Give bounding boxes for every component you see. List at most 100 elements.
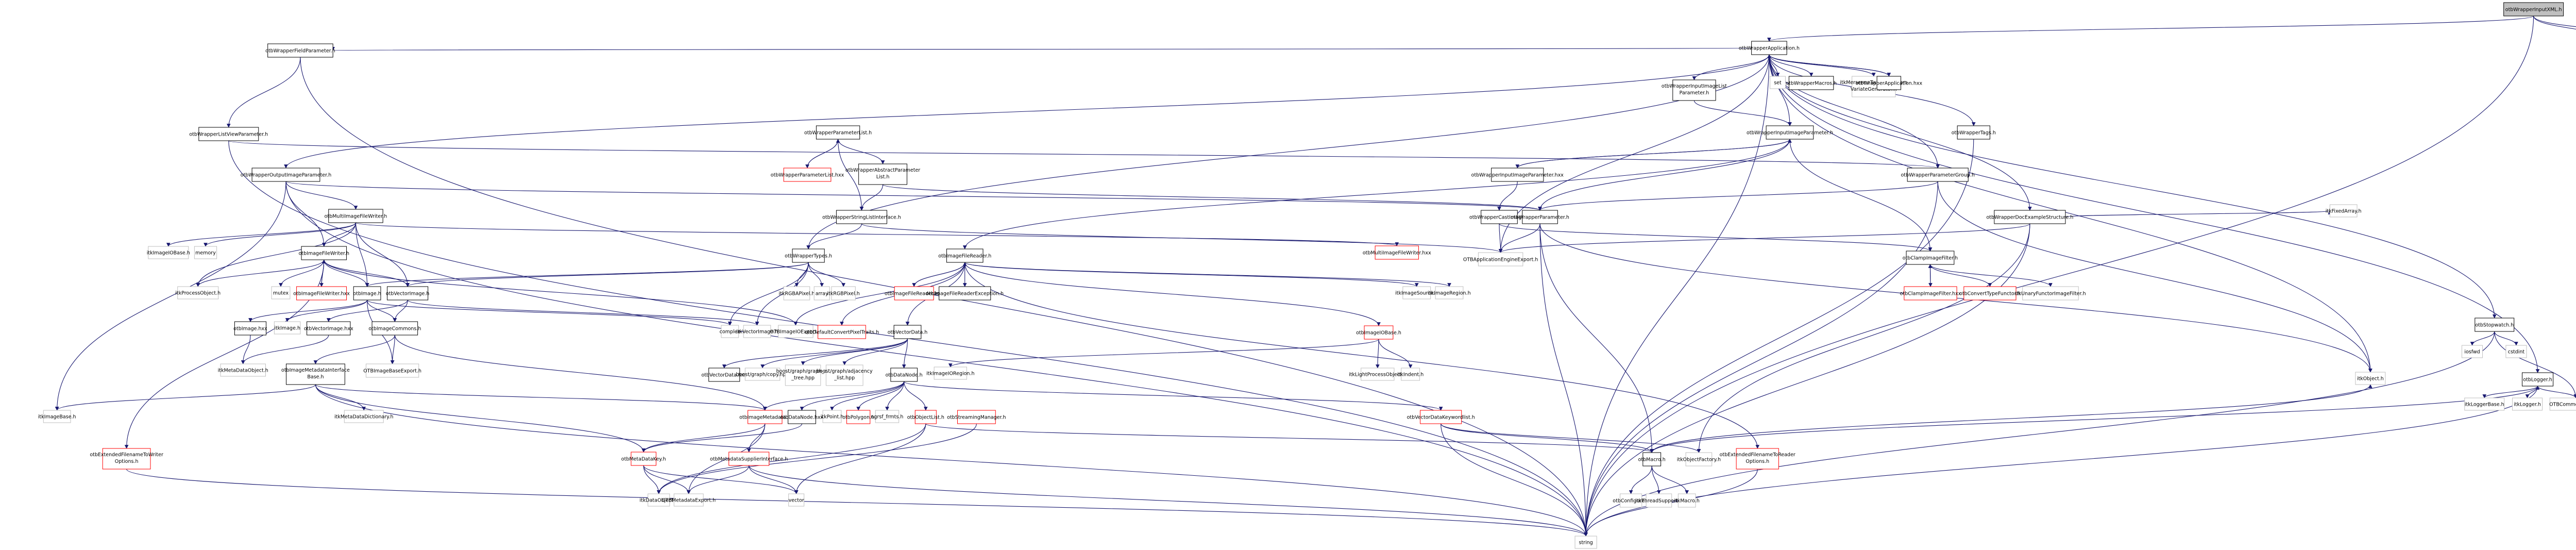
- node-box: [946, 248, 984, 263]
- dependency-edge-imagemetadata-to-metadataexport: [686, 423, 766, 494]
- node-box: [1401, 368, 1420, 381]
- graph-node-datanodehxx[interactable]: otbDataNode.hxx: [781, 410, 824, 424]
- graph-node-vectordatahxx[interactable]: otbVectorData.hxx: [701, 368, 747, 382]
- graph-node-objectlist[interactable]: otbObjectList.h: [907, 410, 944, 424]
- graph-node-image[interactable]: otbImage.h: [353, 286, 381, 301]
- node-label: otbVectorImage.h: [386, 291, 430, 297]
- graph-node-inputxml[interactable]: otbWrapperInputXML.h: [2503, 2, 2564, 16]
- graph-node-stringlist[interactable]: otbWrapperStringListInterface.h: [822, 210, 901, 224]
- graph-node-multiwriter[interactable]: otbMultiImageFileWriter.h: [325, 209, 387, 223]
- dependency-edge-datanode-to-vdkeywordlist: [904, 381, 1443, 411]
- graph-node-reader[interactable]: otbImageFileReader.h: [938, 248, 991, 263]
- graph-node-tags[interactable]: otbWrapperTags.h: [1952, 125, 1996, 140]
- node-box: [1904, 286, 1957, 301]
- graph-node-unaryfunctor: itkUnaryFunctorImageFilter.h: [2015, 286, 2086, 301]
- graph-node-imageiobase[interactable]: otbImageIOBase.h: [1356, 325, 1401, 340]
- node-box: [792, 248, 825, 263]
- graph-node-multiwriterhxx[interactable]: otbMultiImageFileWriter.hxx: [1363, 245, 1431, 260]
- graph-node-imagehxx[interactable]: otbImage.hxx: [233, 321, 267, 336]
- graph-node-converttype[interactable]: otbConvertTypeFunctor.h: [1959, 286, 2021, 301]
- dependency-edge-field-to-listview: [226, 57, 301, 128]
- graph-node-datanode[interactable]: otbDataNode.h: [886, 368, 923, 382]
- dependency-edge-imageiobase-to-lightprocess: [1376, 339, 1380, 369]
- graph-node-vectordata[interactable]: otbVectorData.h: [888, 325, 928, 339]
- graph-node-paramgroup[interactable]: otbWrapperParameterGroup.h: [1901, 168, 1975, 182]
- dependency-edge-reader-to-extreaderopts: [964, 262, 1760, 449]
- graph-node-listview[interactable]: otbWrapperListViewParameter.h: [189, 127, 268, 141]
- dependency-edge-app-to-inimglist: [1692, 54, 1770, 80]
- node-box: [1906, 251, 1955, 265]
- node-box: [1364, 325, 1394, 340]
- graph-node-outimg[interactable]: otbWrapperOutputImageParameter.h: [241, 168, 331, 182]
- node-label: otbImageIOBase.h: [1356, 330, 1401, 336]
- graph-node-parameter[interactable]: otbWrapperParameter.h: [1511, 210, 1569, 224]
- graph-node-types[interactable]: otbWrapperTypes.h: [785, 248, 832, 263]
- dependency-edge-datanodehxx-to-metadatakey: [641, 423, 803, 453]
- graph-node-defaultconvert[interactable]: otbDefaultConvertPixelTraits.h: [805, 325, 879, 339]
- node-box: [816, 125, 860, 140]
- node-label: mutex: [273, 291, 289, 296]
- node-box: [1876, 76, 1902, 90]
- graph-node-string: string: [1574, 536, 1597, 549]
- node-box: [2512, 397, 2543, 411]
- dependency-edge-paramgroup-to-string: [1584, 181, 1938, 537]
- dependency-edge-outimg-to-writer: [285, 181, 326, 247]
- graph-node-metadatakey[interactable]: otbMetaDataKey.h: [621, 452, 666, 466]
- graph-node-apphxx[interactable]: otbWrapperApplication.hxx: [1856, 76, 1923, 90]
- node-box: [1994, 210, 2066, 224]
- graph-node-vectorimage[interactable]: otbVectorImage.h: [386, 286, 430, 301]
- dependency-edge-vectorimage-to-vectorimagehxx: [326, 299, 408, 322]
- graph-node-clamphxx[interactable]: otbClampImageFilter.hxx: [1900, 286, 1961, 301]
- graph-node-readerexc[interactable]: otbImageFileReaderException.h: [926, 286, 1004, 301]
- graph-node-wrappermacros[interactable]: otbWrapperMacros.h: [1786, 76, 1837, 90]
- dependency-edge-writerhxx-to-writer: [321, 259, 326, 287]
- graph-node-itkloggerbase: itkLoggerBase.h: [2464, 397, 2505, 411]
- graph-node-supplier[interactable]: otbMetadataSupplierInterface.h: [710, 452, 788, 466]
- dependency-edge-writer-to-vectorimage: [324, 259, 410, 287]
- graph-node-inimghxx[interactable]: otbWrapperInputImageParameter.hxx: [1471, 168, 1564, 182]
- graph-node-logger[interactable]: otbLogger.h: [2522, 372, 2554, 387]
- graph-node-vectorimagehxx[interactable]: otbVectorImage.hxx: [304, 321, 353, 336]
- node-label: otbDataNode.hxx: [781, 415, 824, 421]
- node-label: itkUnaryFunctorImageFilter.h: [2015, 291, 2086, 297]
- graph-node-docexample[interactable]: otbWrapperDocExampleStructure.h: [1986, 210, 2073, 224]
- node-label: iosfwd: [2464, 349, 2480, 355]
- node-box: [387, 286, 429, 301]
- graph-node-imagecommons[interactable]: otbImageCommons.h: [368, 321, 421, 336]
- dependency-edge-apphxx-to-app: [1767, 54, 1889, 77]
- graph-node-castimage[interactable]: otbWrapperCastImage.h: [1469, 210, 1529, 224]
- dependency-edge-vectordata-to-boostcopy: [760, 338, 908, 369]
- dependency-edge-imageiobase-to-imageioregion: [948, 339, 1379, 368]
- graph-node-streaming[interactable]: otbStreamingManager.h: [947, 410, 1006, 424]
- graph-node-writer[interactable]: otbImageFileWriter.h: [299, 246, 349, 260]
- dependency-edge-logger-to-commonexport: [2537, 386, 2576, 398]
- graph-node-field[interactable]: otbWrapperFieldParameter.h: [265, 43, 335, 58]
- graph-node-otbmacro[interactable]: otbMacro.h: [1638, 452, 1666, 466]
- graph-node-vdkeywordlist[interactable]: otbVectorDataKeywordlist.h: [1407, 410, 1475, 424]
- graph-node-writerhxx[interactable]: otbImageFileWriter.hxx: [293, 286, 350, 301]
- graph-node-paramlist[interactable]: otbWrapperParameterList.h: [804, 125, 872, 140]
- graph-node-inimg[interactable]: otbWrapperInputImageParameter.h: [1747, 125, 1833, 140]
- node-box: [648, 493, 670, 507]
- node-box: [2522, 372, 2554, 387]
- graph-node-stopwatch[interactable]: otbStopwatch.h: [2475, 318, 2515, 332]
- node-box: [721, 325, 739, 338]
- graph-node-readerhxx[interactable]: otbImageFileReader.hxx: [885, 286, 944, 301]
- node-box: [818, 325, 866, 339]
- graph-node-app[interactable]: otbWrapperApplication.h: [1739, 41, 1800, 55]
- node-label: otbImageCommons.h: [368, 326, 421, 332]
- graph-node-paramlisthxx[interactable]: otbWrapperParameterList.hxx: [771, 168, 844, 182]
- graph-node-clamp[interactable]: otbClampImageFilter.h: [1903, 251, 1958, 265]
- dependency-edge-datanode-to-itkpoint: [830, 381, 905, 411]
- node-box: [2464, 397, 2505, 411]
- node-label: boost/graph/copy.hpp: [736, 372, 789, 378]
- node-label: otbWrapperParameterGroup.h: [1901, 173, 1975, 178]
- graph-node-processobject: itkProcessObject.h: [175, 286, 221, 299]
- graph-node-imagemetadata[interactable]: otbImageMetadata.h: [739, 410, 790, 424]
- graph-node-polygon[interactable]: otbPolygon.h: [842, 410, 874, 424]
